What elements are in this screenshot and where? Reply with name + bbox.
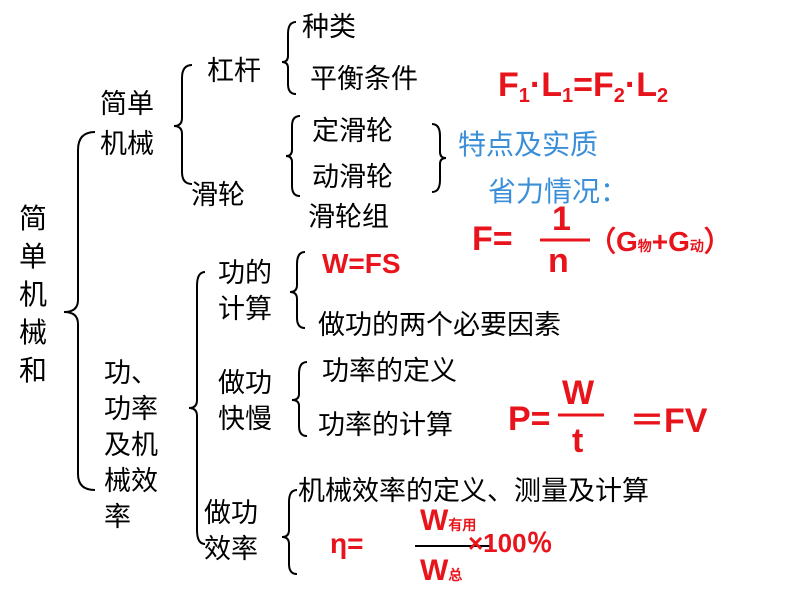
efficiency-definition: 机械效率的定义、测量及计算 bbox=[298, 476, 649, 507]
simple-machine-label: 简单 机械 bbox=[100, 89, 154, 160]
pulley-formula-rest: （G物+G动） bbox=[588, 226, 732, 257]
efficiency-formula-lhs: η= bbox=[330, 528, 364, 559]
pulley-item-block: 滑轮组 bbox=[308, 202, 389, 233]
pulley-formula-numerator: 1 bbox=[552, 200, 571, 238]
root-label: 简单机械和 bbox=[18, 202, 47, 387]
pulley-note-features: 特点及实质 bbox=[458, 128, 599, 161]
power-formula-fv: ＝FV bbox=[630, 402, 708, 440]
work-formula: W=FS bbox=[322, 248, 401, 279]
pulley-item-movable: 动滑轮 bbox=[312, 162, 393, 193]
efficiency-formula-numerator: W有用 bbox=[420, 504, 477, 537]
pulley-formula-denominator: n bbox=[548, 242, 569, 280]
work-calc-label: 功的 计算 bbox=[218, 258, 272, 325]
pulley-note-force: 省力情况： bbox=[488, 175, 629, 208]
power-formula-lhs: P= bbox=[508, 400, 551, 438]
lever-formula: F1·L1=F2·L2 bbox=[498, 66, 669, 107]
power-definition: 功率的定义 bbox=[322, 356, 457, 387]
efficiency-formula-denominator: W总 bbox=[420, 554, 463, 587]
lever-label: 杠杆 bbox=[207, 56, 261, 87]
pulley-formula-lhs: F= bbox=[472, 220, 513, 258]
efficiency-label: 做功 效率 bbox=[204, 498, 258, 565]
work-group-label: 功、 功率 及机 械效 率 bbox=[104, 358, 158, 533]
power-formula-denominator: t bbox=[572, 422, 584, 460]
power-calculation: 功率的计算 bbox=[318, 410, 453, 441]
lever-item-types: 种类 bbox=[302, 12, 356, 43]
pulley-item-fixed: 定滑轮 bbox=[312, 116, 393, 147]
pulley-label: 滑轮 bbox=[191, 180, 245, 211]
power-formula-numerator: W bbox=[562, 374, 595, 412]
work-speed-label: 做功 快慢 bbox=[218, 368, 272, 435]
lever-item-balance: 平衡条件 bbox=[310, 64, 418, 95]
efficiency-formula-times: ×100％ bbox=[468, 528, 553, 558]
work-factors: 做功的两个必要因素 bbox=[318, 310, 561, 341]
